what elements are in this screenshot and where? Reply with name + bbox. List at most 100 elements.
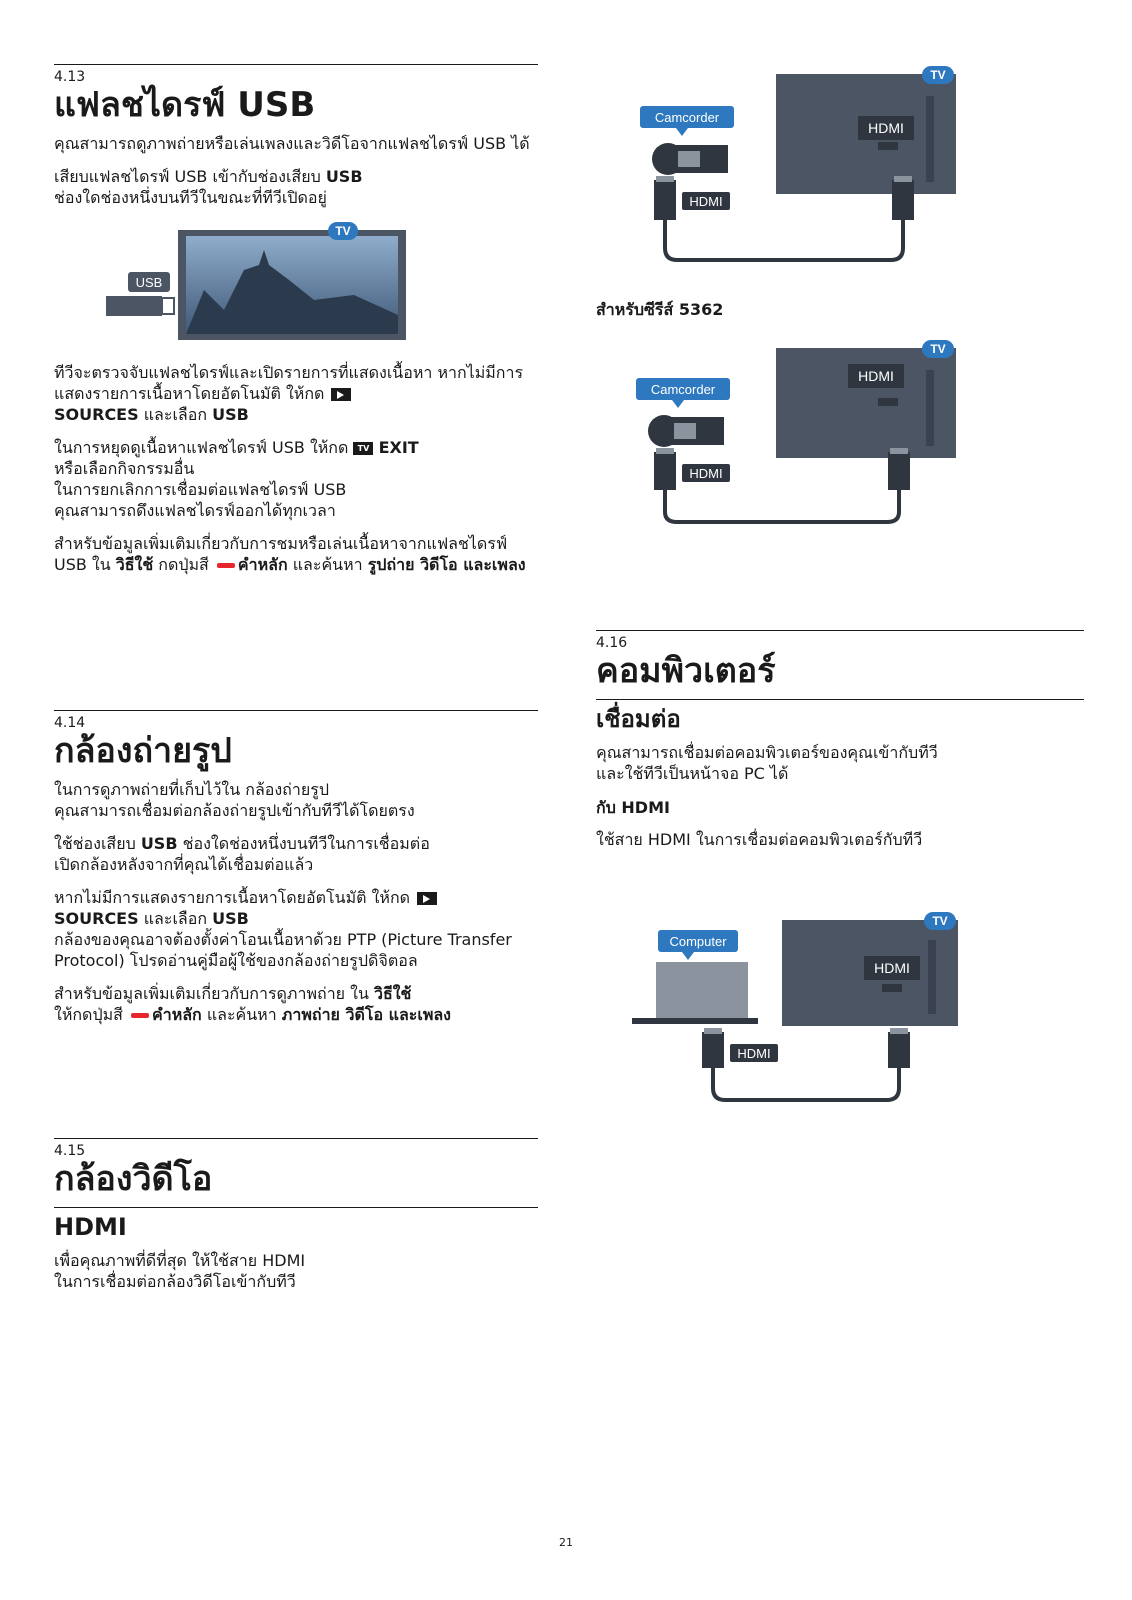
cable-plug-left — [702, 1032, 724, 1068]
cable-plug-left — [654, 452, 676, 490]
camcorder-hdmi-diagram: TV HDMI Camcorder HDMI — [640, 66, 956, 262]
section-title: แฟลชไดรฟ์ USB — [54, 85, 316, 125]
laptop-screen — [656, 962, 748, 1018]
paragraph: สำหรับข้อมูลเพิ่มเติมเกี่ยวกับการดูภาพถ่… — [54, 984, 451, 1024]
red-button-icon — [216, 563, 235, 568]
plug-tip-left — [656, 448, 674, 454]
hdmi-cable — [711, 1068, 901, 1102]
red-button-icon — [131, 1013, 149, 1018]
tv-port-label: HDMI — [868, 120, 904, 136]
cable-label-box — [682, 464, 730, 482]
paragraph: สำหรับข้อมูลเพิ่มเติมเกี่ยวกับการชมหรือเ… — [54, 534, 526, 574]
tv-badge-label: TV — [335, 224, 350, 238]
section-4-14: 4.14 กล้องถ่ายรูป ในการดูภาพถ่ายที่เก็บไ… — [54, 710, 538, 1037]
page-number: 21 — [559, 1536, 573, 1549]
cable-label: HDMI — [737, 1046, 770, 1061]
section-title: กล้องถ่ายรูป — [54, 731, 232, 771]
plug-tip-right — [890, 448, 908, 454]
castle-silhouette — [186, 250, 398, 334]
plug-tip-right — [894, 176, 912, 182]
paragraph: ในการหยุดดูเนื้อหาแฟลชไดรฟ์ USB ให้กด TV… — [54, 438, 419, 520]
tv-badge-label: TV — [930, 68, 945, 82]
label-pointer — [676, 128, 688, 136]
subsection-title: HDMI — [54, 1213, 127, 1241]
cable-plug-right — [892, 180, 914, 220]
tv-edge — [928, 940, 936, 1014]
tv-badge — [922, 340, 954, 358]
section-number: 4.15 — [54, 1143, 86, 1159]
paragraph: คุณสามารถดูภาพถ่ายหรือเล่นเพลงและวิดีโอจ… — [54, 134, 530, 153]
section-number: 4.13 — [54, 69, 86, 85]
device-label: Camcorder — [655, 110, 720, 125]
port-slot — [878, 142, 898, 150]
section-title: กล้องวิดีโอ — [54, 1159, 213, 1199]
sources-icon — [331, 388, 352, 401]
tv-edge — [926, 96, 934, 182]
section-4-15: 4.15 กล้องวิดีโอ HDMI เพื่อคุณภาพที่ดีที… — [54, 1138, 538, 1304]
paragraph: เสียบแฟลชไดรฟ์ USB เข้ากับช่องเสียบ USB … — [54, 167, 363, 207]
cable-label-box — [730, 1044, 778, 1062]
section-rule — [54, 710, 538, 711]
tv-port-box — [864, 956, 920, 980]
tv-port-label: HDMI — [874, 960, 910, 976]
paragraph: ใช้สาย HDMI ในการเชื่อมต่อคอมพิวเตอร์กับ… — [596, 830, 923, 849]
usb-label: USB — [136, 275, 163, 290]
device-label: Computer — [669, 934, 727, 949]
port-slot — [882, 984, 902, 992]
subsection-title: เชื่อมต่อ — [596, 705, 681, 733]
tv-badge — [328, 222, 358, 240]
section-rule — [54, 64, 538, 65]
device-label-box — [636, 378, 730, 400]
cable-plug-right — [888, 1032, 910, 1068]
hdmi-cable — [663, 220, 905, 262]
port-slot — [878, 398, 898, 406]
cable-label-box — [682, 192, 730, 210]
plug-tip-left — [704, 1028, 722, 1034]
subsection-rule — [54, 1207, 538, 1208]
tv-port-box — [848, 364, 904, 388]
usb-label-box — [128, 272, 170, 292]
camcorder-screen — [678, 151, 700, 167]
section-4-13: 4.13 แฟลชไดรฟ์ USB คุณสามารถดูภาพถ่ายหรื… — [54, 64, 538, 587]
series-note: สำหรับซีรีส์ 5362 — [596, 300, 724, 319]
cable-plug-left — [654, 180, 676, 220]
tv-icon: TV — [353, 442, 374, 455]
tv-port-box — [858, 116, 914, 140]
subheading: กับ HDMI — [596, 798, 670, 817]
paragraph: ใช้ช่องเสียบ USB ช่องใดช่องหนึ่งบนทีวีใน… — [54, 834, 430, 874]
section-4-16: 4.16 คอมพิวเตอร์ เชื่อมต่อ คุณสามารถเชื่… — [596, 630, 1084, 862]
paragraph: ในการดูภาพถ่ายที่เก็บไว้ใน กล้องถ่ายรูปค… — [54, 780, 415, 820]
device-label: Camcorder — [651, 382, 716, 397]
section-title: คอมพิวเตอร์ — [596, 651, 776, 691]
usb-connector — [161, 297, 175, 315]
plug-tip-left — [656, 176, 674, 182]
camcorder-screen — [674, 423, 696, 439]
cable-label: HDMI — [689, 194, 722, 209]
hdmi-cable — [663, 490, 901, 524]
tv-edge — [926, 370, 934, 446]
section-number: 4.14 — [54, 715, 86, 731]
plug-tip-right — [890, 1028, 908, 1034]
paragraph: หากไม่มีการแสดงรายการเนื้อหาโดยอัตโนมัติ… — [54, 888, 512, 970]
tv-badge-label: TV — [930, 342, 945, 356]
tv-port-label: HDMI — [858, 368, 894, 384]
device-label-box — [658, 930, 738, 952]
usb-drive-body — [106, 296, 162, 316]
cable-label: HDMI — [689, 466, 722, 481]
label-pointer — [672, 400, 684, 408]
usb-diagram: TV USB — [106, 222, 406, 340]
laptop-base — [632, 1018, 758, 1024]
section-number: 4.16 — [596, 635, 628, 651]
tv-badge — [922, 66, 954, 84]
device-label-box — [640, 106, 734, 128]
label-pointer — [682, 952, 694, 960]
computer-hdmi-diagram: TV HDMI Computer HDMI — [632, 912, 958, 1102]
sources-icon — [417, 892, 438, 905]
section-rule — [596, 630, 1084, 631]
subsection-rule — [596, 699, 1084, 700]
paragraph: คุณสามารถเชื่อมต่อคอมพิวเตอร์ของคุณเข้าก… — [596, 743, 938, 783]
cable-plug-right — [888, 452, 910, 490]
tv-badge-label: TV — [932, 914, 947, 928]
tv-badge — [924, 912, 956, 930]
